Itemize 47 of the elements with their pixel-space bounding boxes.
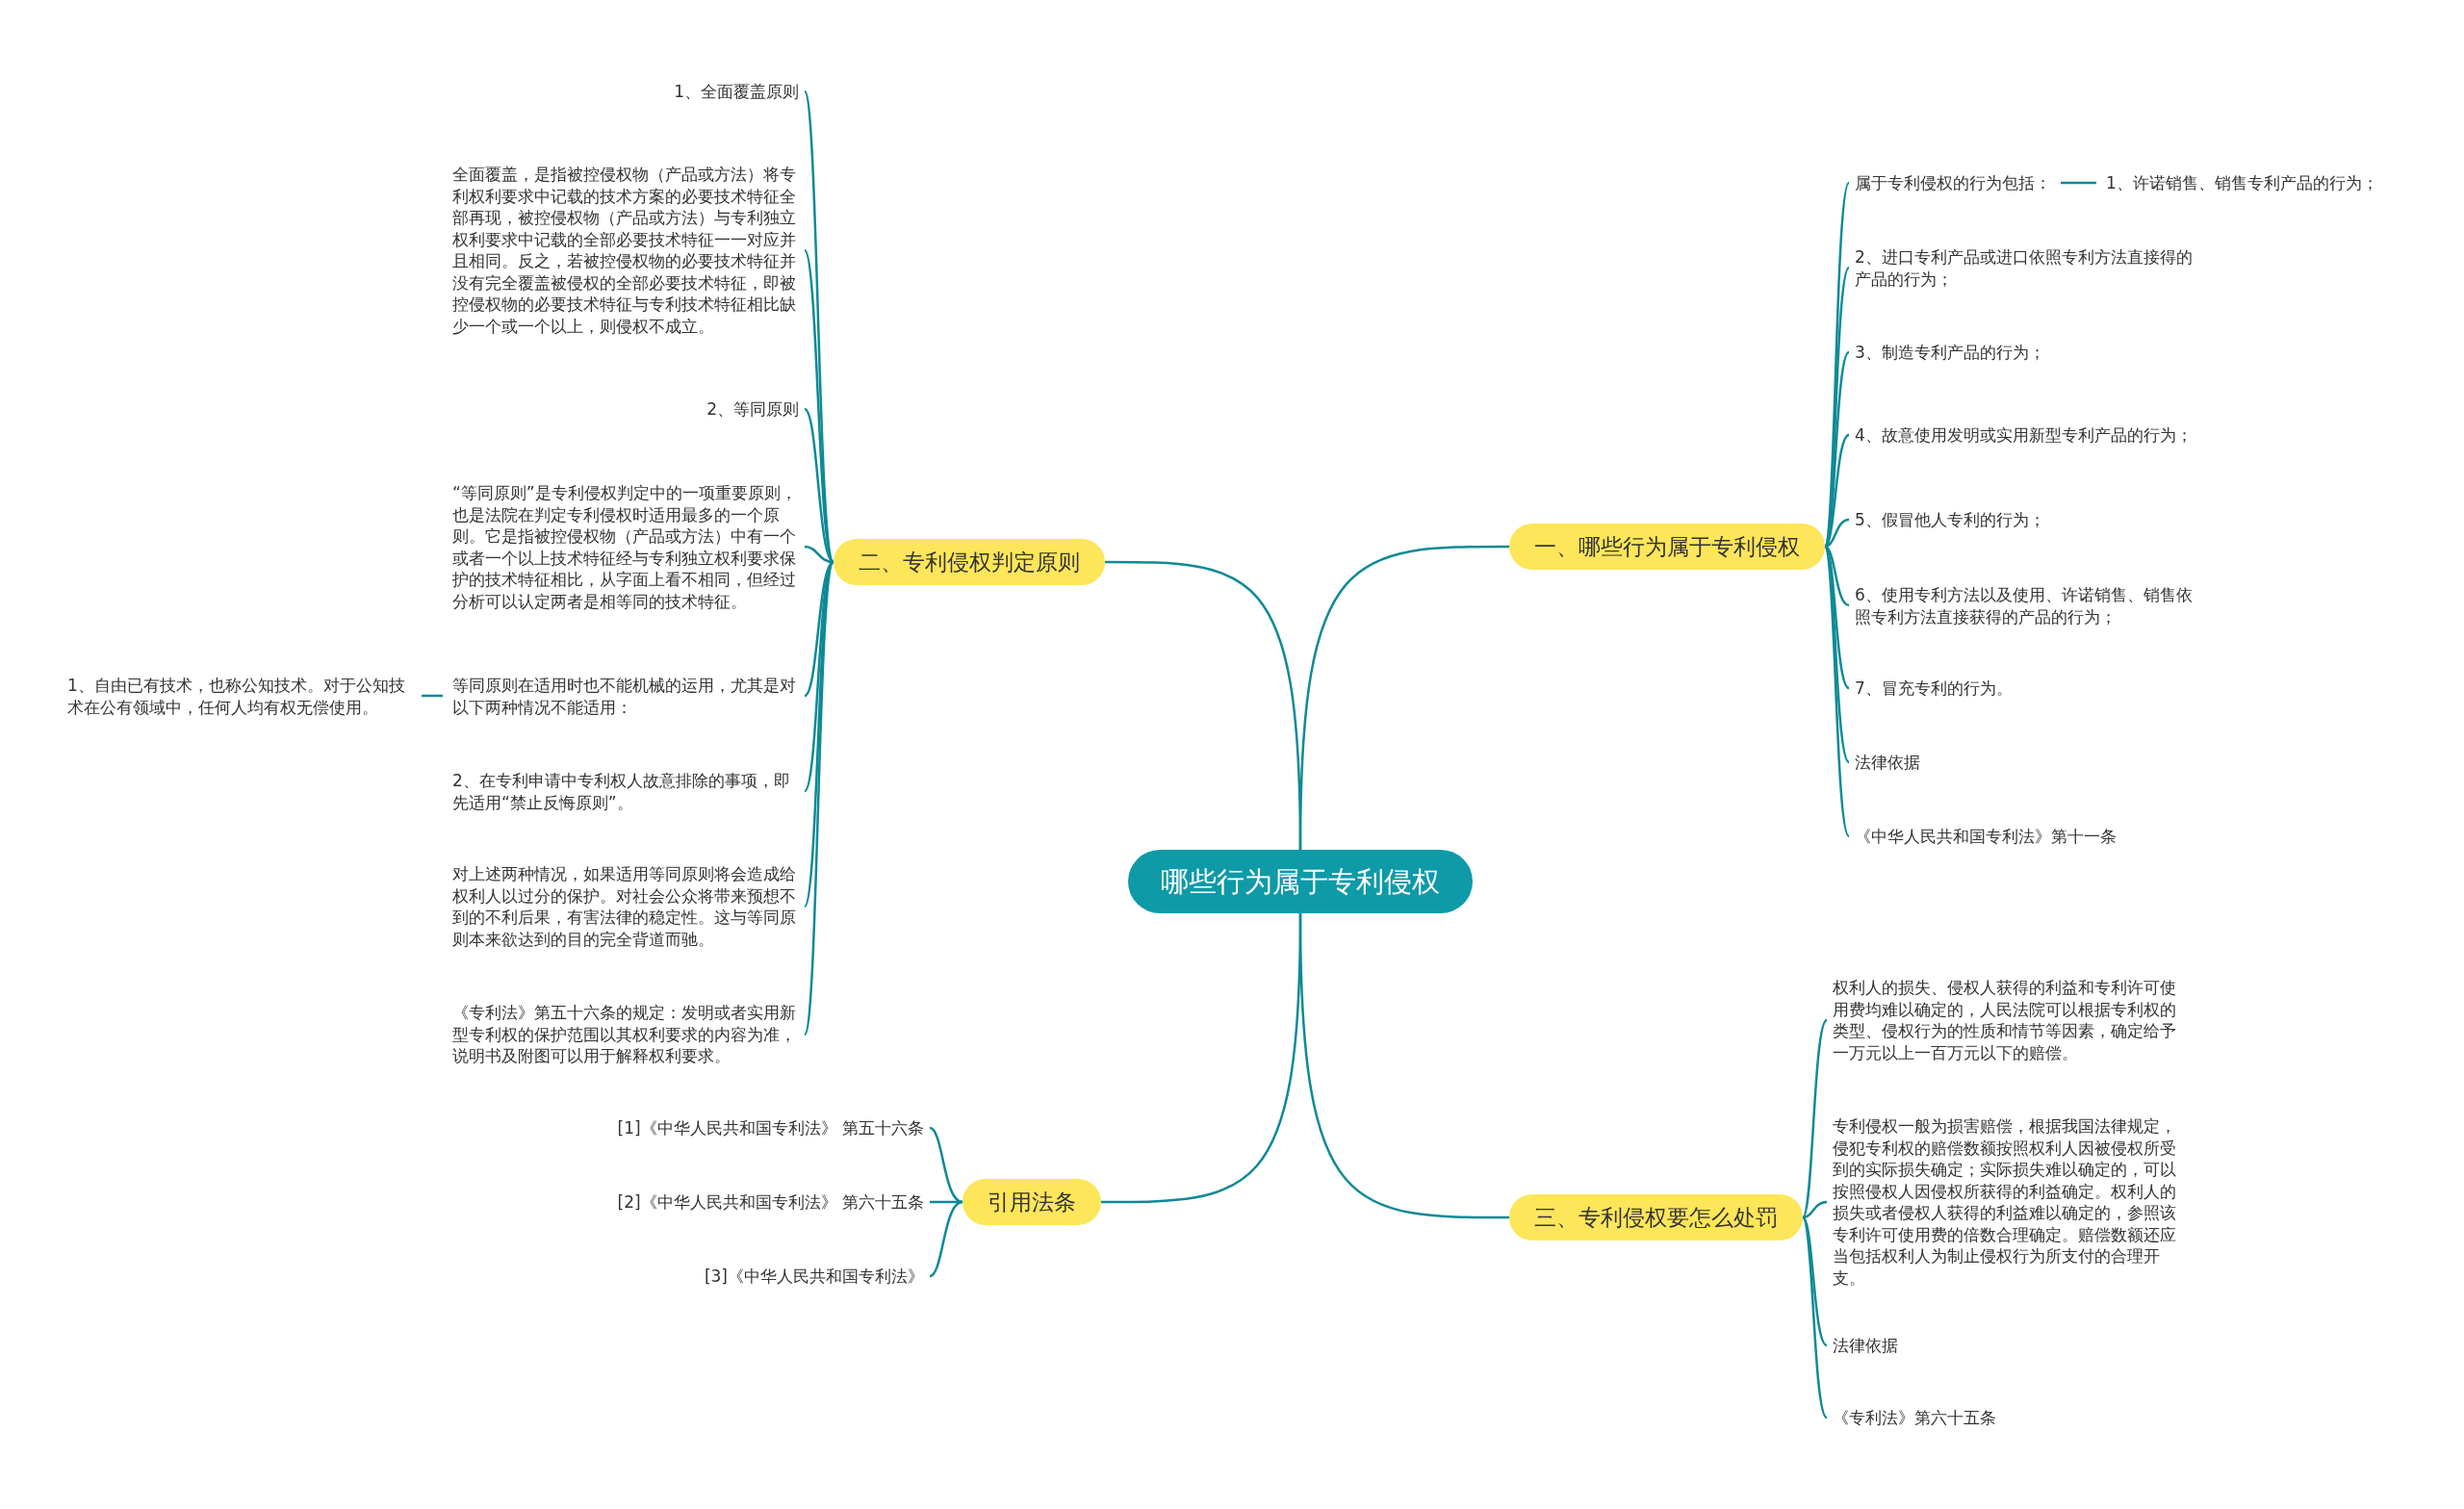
connector-line <box>1824 518 1850 549</box>
connector-line <box>1801 1216 1828 1419</box>
topic-text: 6、使用专利方法以及使用、许诺销售、销售依照专利方法直接获得的产品的行为； <box>1855 583 2201 627</box>
connector-line <box>1802 1200 1828 1219</box>
connector-line <box>803 561 835 1036</box>
topic-text: [3]《中华人民共和国专利法》 <box>539 1265 924 1288</box>
connector-line <box>930 1200 962 1204</box>
connector-line <box>1101 913 1302 1204</box>
topic-text: 权利人的损失、侵权人获得的利益和专利许可使用费均难以确定的，人民法院可以根据专利权的类型、侵权行为的性质和情节等因素，确定给予一万元以上一百万元以下的赔偿。 <box>1833 977 2179 1063</box>
topic-text: 《专利法》第五十六条的规定：发明或者实用新型专利权的保护范围以其权利要求的内容为准，说明书及附图可以用于解释权利要求。 <box>452 1002 799 1067</box>
connector-line <box>1802 1216 1828 1346</box>
main-topic-pill: 引用法条 <box>962 1179 1101 1225</box>
topic-text: 全面覆盖，是指被控侵权物（产品或方法）将专利权利要求中记载的技术方案的必要技术特征全部再现，被控侵权物（产品或方法）与专利独立权利要求中记载的全部必要技术特征一一对应并且相同。反之，若被控侵权物的必要技术特征并没有完全覆盖被侵权的全部必要技术特征，即被控侵权物的必要技术特征与专利技术特征相比缺少一个或一个以上，则侵权不成立。 <box>452 164 799 337</box>
topic-text: 1、全面覆盖原则 <box>452 80 799 103</box>
connector-line <box>1824 545 1850 607</box>
connector-line <box>422 694 443 698</box>
topic-text: 5、假冒他人专利的行为； <box>1855 508 2201 531</box>
connector-line <box>1801 1019 1828 1218</box>
central-topic: 哪些行为属于专利侵权 <box>1128 850 1473 913</box>
connector-line <box>1105 560 1302 850</box>
topic-text: 1、许诺销售、销售专利产品的行为； <box>2106 171 2378 194</box>
connector-line <box>929 1200 963 1278</box>
topic-text: 《专利法》第六十五条 <box>1833 1406 2179 1429</box>
topic-text: 属于专利侵权的行为包括： <box>1855 171 2051 194</box>
main-topic-pill: 三、专利侵权要怎么处罚 <box>1509 1194 1803 1240</box>
topic-text: [2]《中华人民共和国专利法》 第六十五条 <box>539 1190 924 1214</box>
topic-text: 1、自由已有技术，也称公知技术。对于公知技术在公有领域中，任何人均有权无偿使用。 <box>67 674 414 718</box>
connector-line <box>803 249 835 563</box>
topic-text: 7、冒充专利的行为。 <box>1855 677 2201 700</box>
connector-line <box>929 1126 963 1204</box>
topic-text: 3、制造专利产品的行为； <box>1855 341 2201 364</box>
topic-text: 专利侵权一般为损害赔偿，根据我国法律规定，侵犯专利权的赔偿数额按照权利人因被侵权所受到的实际损失确定；实际损失难以确定的，可以按照侵权人因侵权所获得的利益确定。权利人的损失或者侵权人获得的利益难以确定的，参照该专利许可使用费的倍数合理确定。赔偿数额还应当包括权利人为制止侵权行为所支付的合理开支。 <box>1833 1115 2179 1289</box>
main-topic-pill: 二、专利侵权判定原则 <box>834 539 1105 585</box>
topic-text: 法律依据 <box>1833 1334 2179 1357</box>
connector-line <box>804 545 834 564</box>
topic-text: 对上述两种情况，如果适用等同原则将会造成给权利人以过分的保护。对社会公众将带来预想不到的不利后果，有害法律的稳定性。这与等同原则本来欲达到的目的完全背道而驰。 <box>452 863 799 950</box>
connector-line <box>2061 181 2096 185</box>
topic-text: 2、在专利申请中专利权人故意排除的事项，即先适用“禁止反悔原则”。 <box>452 769 799 813</box>
topic-text: 2、等同原则 <box>452 397 799 421</box>
topic-text: “等同原则”是专利侵权判定中的一项重要原则，也是法院在判定专利侵权时适用最多的一个原则。它是指被控侵权物（产品或方法）中有一个或者一个以上技术特征经与专利独立权利要求保护的技术特征相比，从字面上看不相同，但经过分析可以认定两者是相等同的技术特征。 <box>452 481 799 612</box>
topic-text: 2、进口专利产品或进口依照专利方法直接得的产品的行为； <box>1855 245 2201 290</box>
main-topic-pill: 一、哪些行为属于专利侵权 <box>1509 524 1825 570</box>
topic-text: 法律依据 <box>1855 751 2201 774</box>
topic-text: 4、故意使用发明或实用新型专利产品的行为； <box>1855 423 2201 447</box>
topic-text: [1]《中华人民共和国专利法》 第五十六条 <box>539 1116 924 1139</box>
topic-text: 《中华人民共和国专利法》第十一条 <box>1855 825 2117 848</box>
topic-text: 等同原则在适用时也不能机械的运用，尤其是对以下两种情况不能适用： <box>452 674 799 718</box>
